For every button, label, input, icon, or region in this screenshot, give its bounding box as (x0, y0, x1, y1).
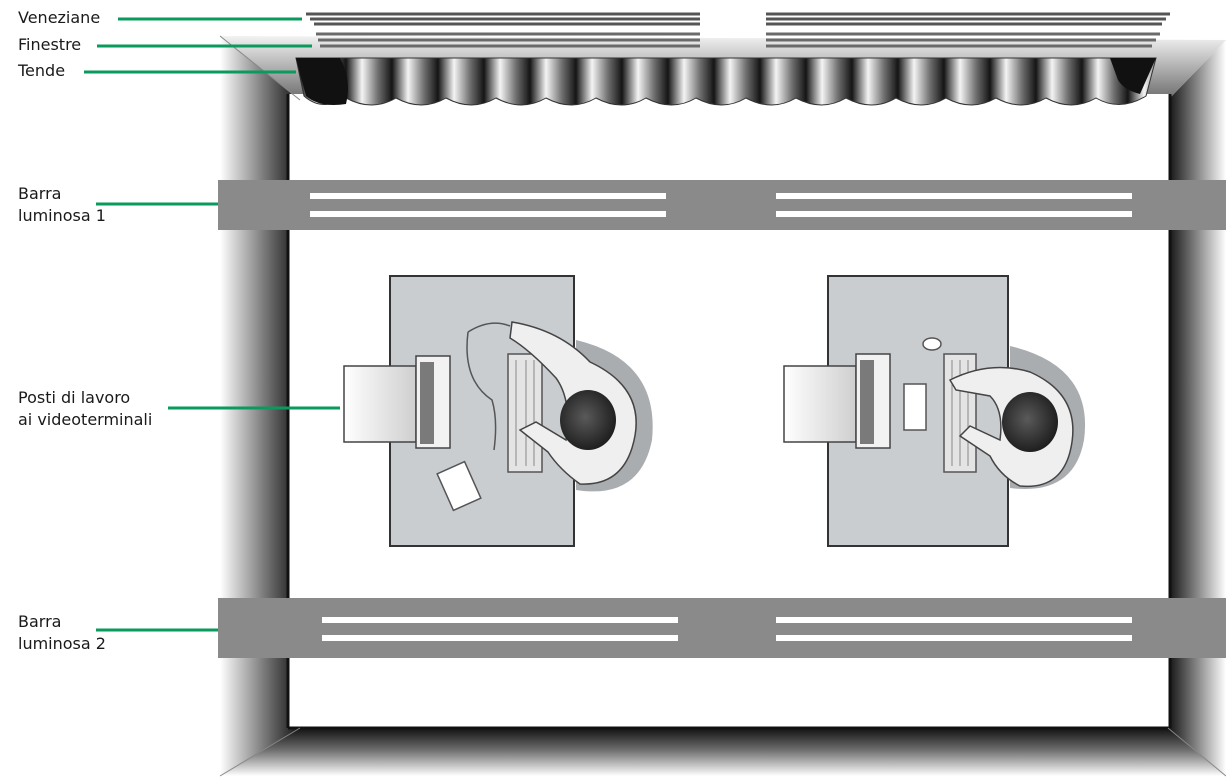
label-tende: Tende (18, 61, 66, 80)
light-tube (310, 211, 666, 217)
person-head (1002, 392, 1058, 452)
mouse (922, 337, 942, 351)
label-barra-luminosa-2: Barra luminosa 2 (18, 611, 106, 655)
light-tube (322, 617, 678, 623)
label-barra-luminosa-2-line1: Barra (18, 612, 62, 631)
monitor (343, 365, 417, 443)
document (436, 460, 482, 512)
light-tube (776, 617, 1132, 623)
venetian-blinds (306, 12, 1170, 26)
label-posti-line2: ai videoterminali (18, 410, 153, 429)
windows (316, 32, 1160, 48)
person-head (560, 390, 616, 450)
curtains (295, 57, 1157, 106)
workstation-1 (343, 275, 653, 547)
label-veneziane: Veneziane (18, 8, 101, 27)
light-tube (310, 193, 666, 199)
label-barra-luminosa-1-line1: Barra (18, 184, 62, 203)
light-tube (776, 635, 1132, 641)
workstation-2 (783, 275, 1086, 547)
light-bar-2 (218, 598, 1226, 658)
monitor (783, 365, 857, 443)
keyboard (507, 353, 543, 473)
label-barra-luminosa-1-line2: luminosa 1 (18, 206, 106, 225)
leader-lines (84, 17, 340, 632)
light-tube (322, 635, 678, 641)
light-tube (776, 193, 1132, 199)
label-barra-luminosa-2-line2: luminosa 2 (18, 634, 106, 653)
light-bar-1 (218, 180, 1226, 230)
label-posti-di-lavoro: Posti di lavoro ai videoterminali (18, 387, 152, 431)
light-tube (776, 211, 1132, 217)
label-finestre: Finestre (18, 35, 82, 54)
label-barra-luminosa-1: Barra luminosa 1 (18, 183, 106, 227)
document (903, 383, 927, 431)
label-posti-line1: Posti di lavoro (18, 388, 131, 407)
